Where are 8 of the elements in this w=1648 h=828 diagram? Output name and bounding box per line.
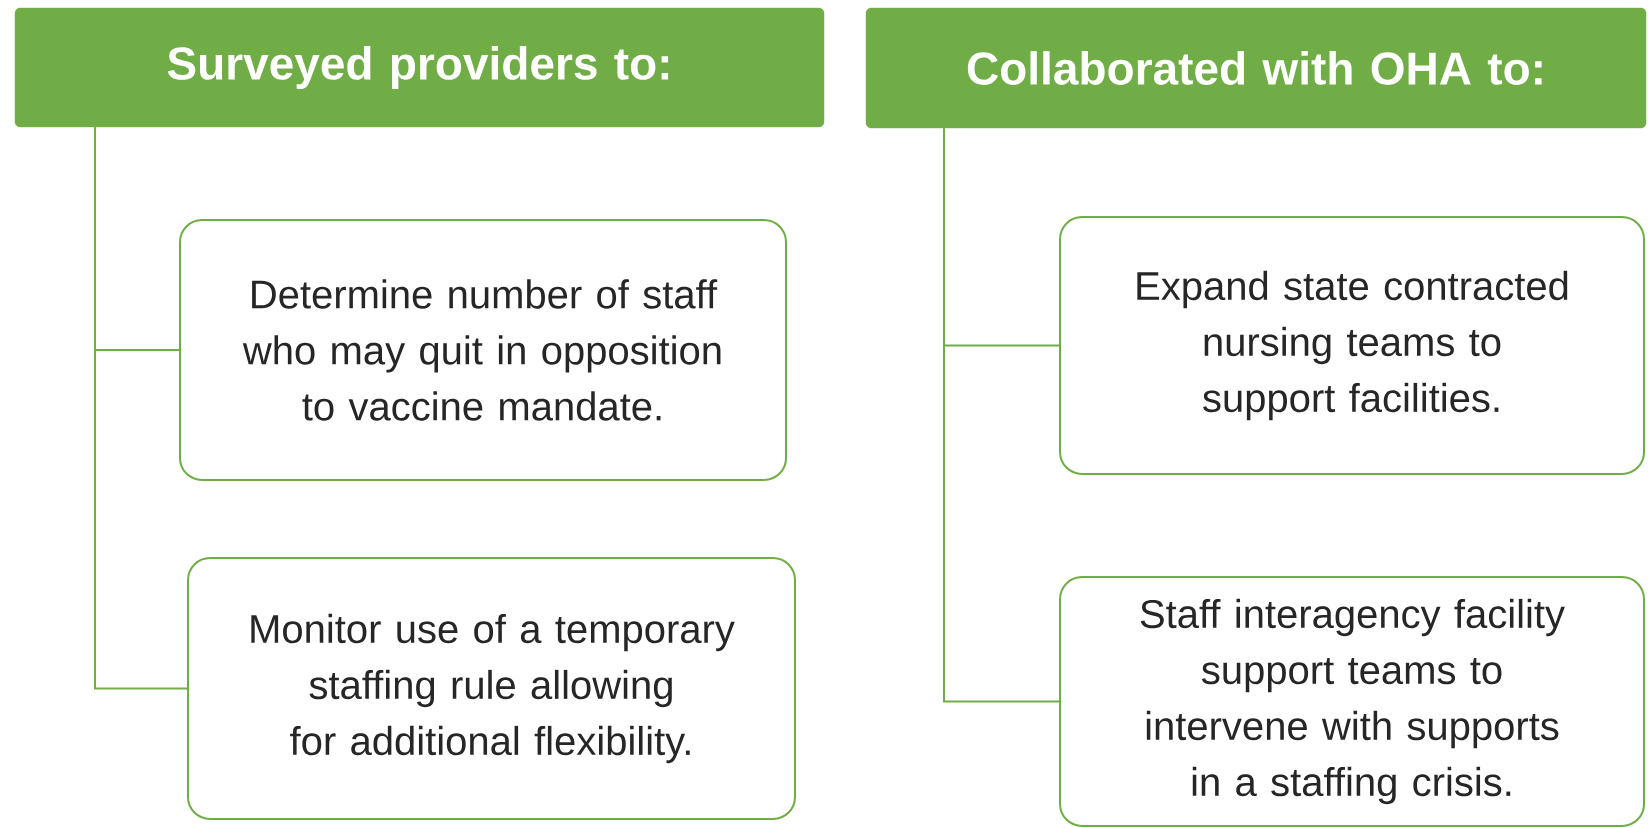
text-box: Expand state contracted nursing teams to support facilities. [1059,216,1645,475]
header-box: Surveyed providers to: [14,7,825,128]
text-box: Staff interagency facility support teams to intervene with supports in a staffing crisis. [1059,576,1645,827]
connector-line [943,127,1060,703]
header-box: Collaborated with OHA to: [865,7,1647,129]
connector-line [94,126,188,690]
text-box: Determine number of staff who may quit in opposition to vaccine mandate. [179,219,787,481]
text-box: Monitor use of a temporary staffing rule allowing for additional flexibility. [187,557,796,820]
